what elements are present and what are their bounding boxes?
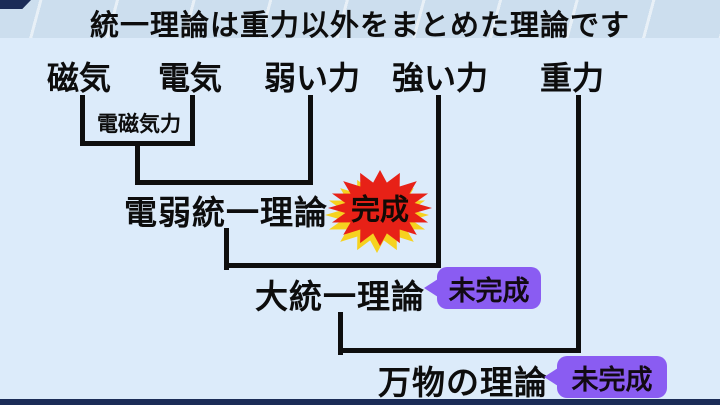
slide-title: 統一理論は重力以外をまとめた理論です — [89, 8, 630, 42]
connector-drop-grand-unified — [338, 312, 343, 355]
bottom-frame-bar — [0, 399, 720, 405]
connector-bracket-electroweak — [135, 180, 313, 185]
connector-bracket-everything — [338, 348, 581, 353]
connector-drop-electroweak — [224, 228, 229, 270]
force-label-strong: 強い力 — [391, 59, 489, 97]
badge-tail-left — [424, 279, 438, 297]
connector-vertical-weak — [308, 95, 313, 183]
connector-bracket-grand-unified — [224, 263, 441, 268]
status-incomplete-label: 未完成 — [448, 275, 530, 307]
top-left-corner-accent — [0, 0, 31, 9]
connector-vertical-gravity — [576, 95, 581, 353]
force-label-weak: 弱い力 — [263, 59, 361, 97]
status-badge-everything-incomplete: 未完成 — [544, 356, 667, 398]
connector-vertical-strong — [436, 95, 441, 268]
node-electromagnetic-force: 電磁気力 — [97, 112, 181, 136]
burst-red-layer — [328, 170, 432, 246]
connector-drop-electromagnetic — [135, 141, 140, 185]
force-label-magnetism: 磁気 — [46, 59, 112, 97]
status-complete-label: 完成 — [350, 192, 410, 227]
status-badge-grand-unified-incomplete: 未完成 — [424, 267, 541, 309]
force-label-gravity: 重力 — [539, 59, 605, 97]
force-label-electricity: 電気 — [157, 59, 223, 97]
node-theory-of-everything: 万物の理論 — [378, 363, 548, 402]
title-band — [0, 0, 720, 38]
connector-vertical-electricity — [190, 95, 195, 146]
status-burst-complete: 完成 — [325, 170, 432, 253]
connector-vertical-magnetism — [80, 95, 85, 146]
status-incomplete-label: 未完成 — [571, 364, 653, 396]
node-electroweak-theory: 電弱統一理論 — [124, 193, 328, 232]
node-grand-unified-theory: 大統一理論 — [255, 277, 425, 316]
